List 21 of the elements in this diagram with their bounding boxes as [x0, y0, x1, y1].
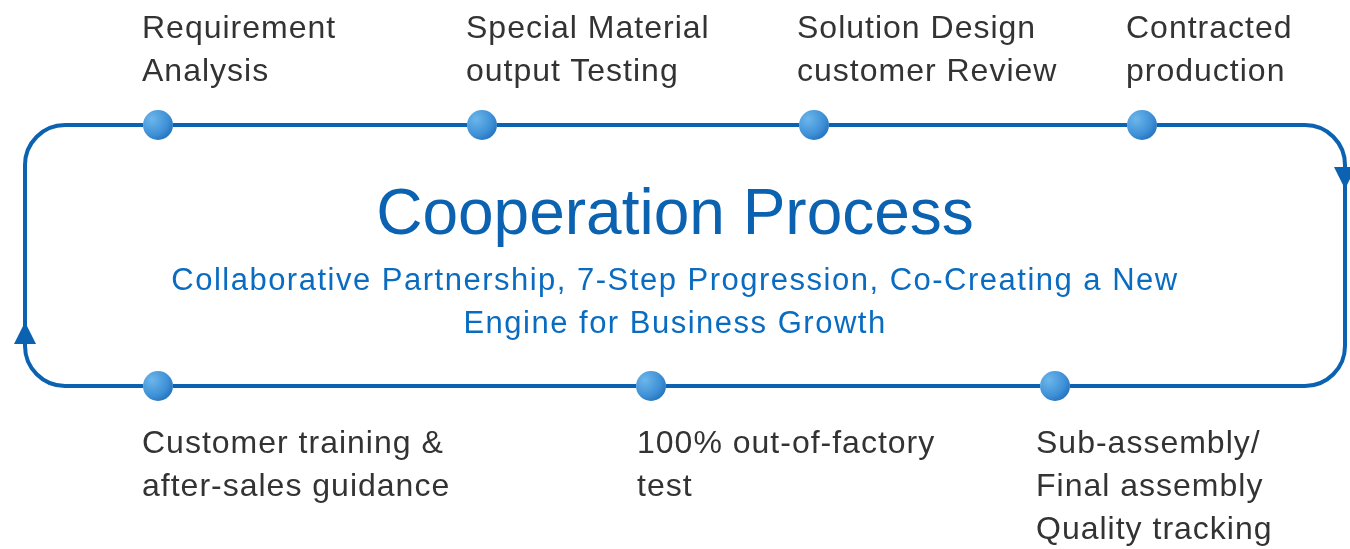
subtitle: Collaborative Partnership, 7-Step Progression, Co-Creating a New Engine for Business Growth: [170, 261, 1180, 342]
diagram-title: Cooperation Process: [375, 175, 975, 250]
step-label: 100% out-of-factory test: [637, 423, 937, 505]
step-dot: [636, 371, 666, 401]
step-dot: [799, 110, 829, 140]
step-dot: [467, 110, 497, 140]
step-label: Contracted production: [1126, 8, 1294, 90]
connector-line: [666, 384, 1040, 388]
connector-line: [829, 123, 1127, 127]
step-label: Sub-assembly/ Final assembly Quality tracking: [1036, 423, 1274, 548]
step-dot: [1127, 110, 1157, 140]
connector-line: [173, 123, 467, 127]
connector-line: [497, 123, 799, 127]
step-dot: [1040, 371, 1070, 401]
step-dot: [143, 371, 173, 401]
step-label: Customer training & after-sales guidance: [142, 423, 452, 505]
connector-line: [173, 384, 636, 388]
step-dot: [143, 110, 173, 140]
step-label: Requirement Analysis: [142, 8, 338, 90]
step-label: Solution Design customer Review: [797, 8, 1059, 90]
step-label: Special Material output Testing: [466, 8, 711, 90]
